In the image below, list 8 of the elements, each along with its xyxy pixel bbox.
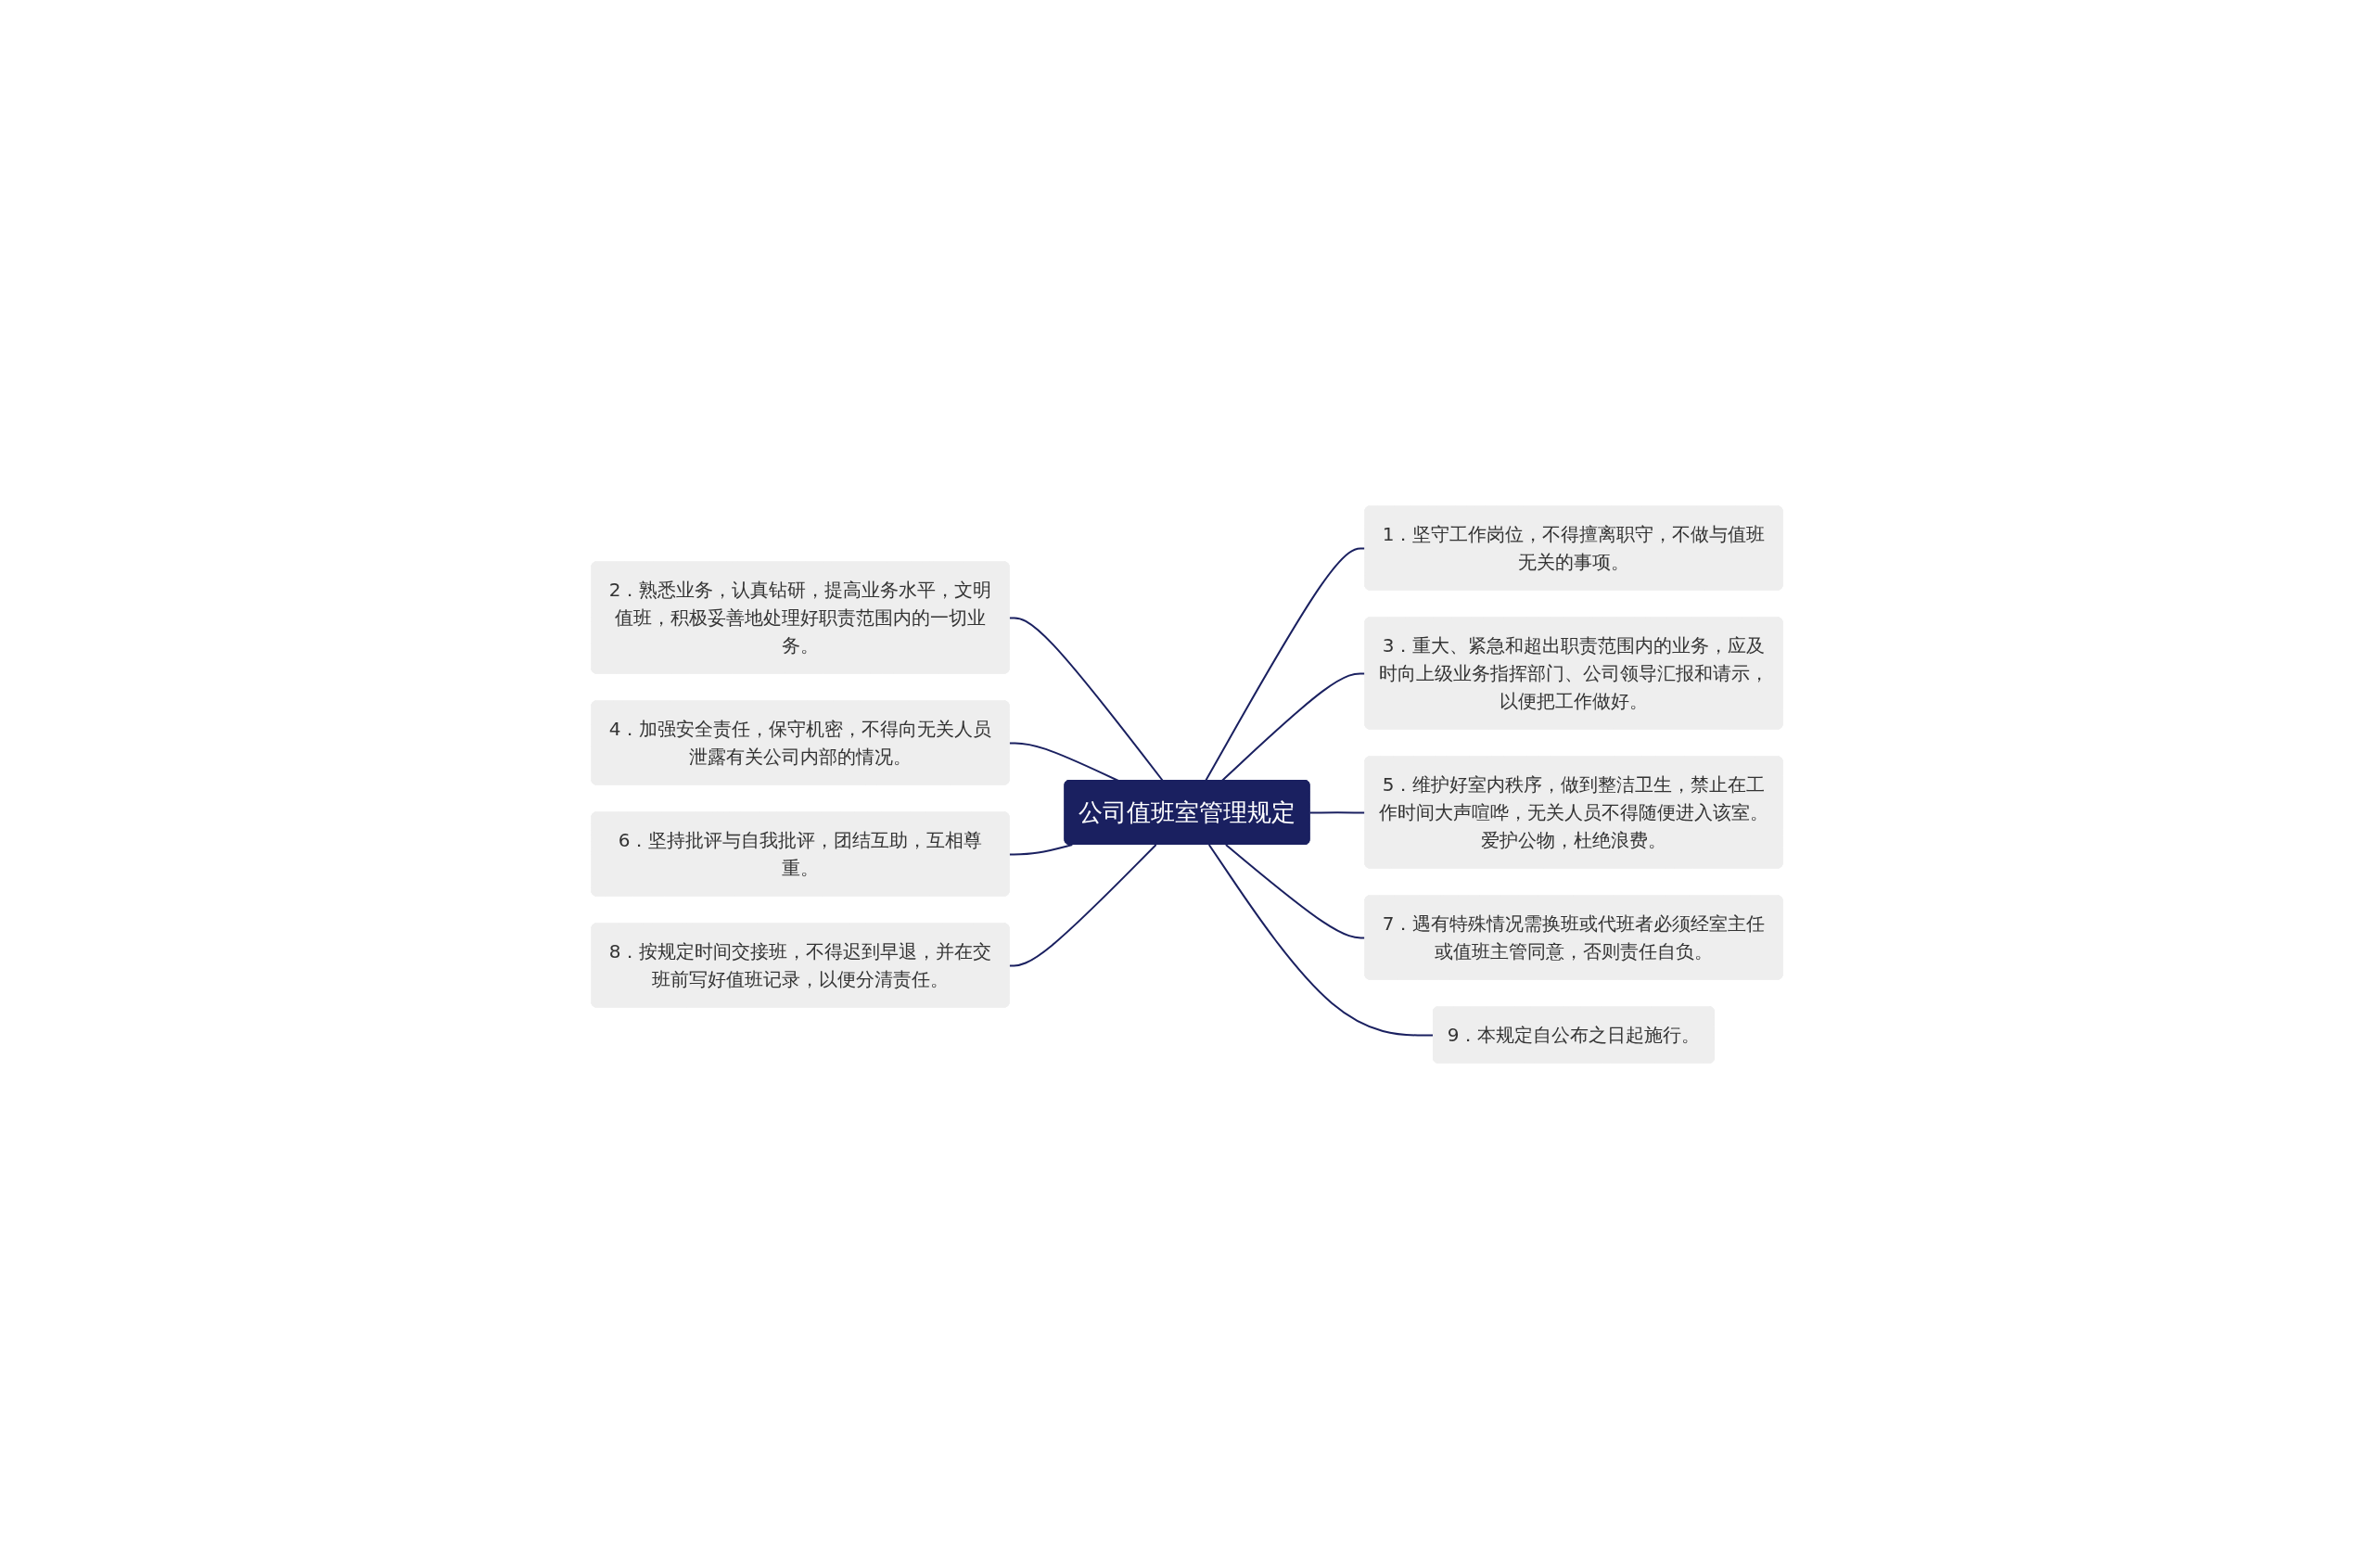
connector (1308, 810, 1367, 813)
connector (1224, 843, 1367, 938)
connector (1220, 671, 1367, 782)
connector (1008, 843, 1074, 855)
connector (1205, 546, 1367, 782)
connector (1008, 741, 1119, 782)
connector (1008, 843, 1157, 966)
connector (1008, 616, 1164, 782)
